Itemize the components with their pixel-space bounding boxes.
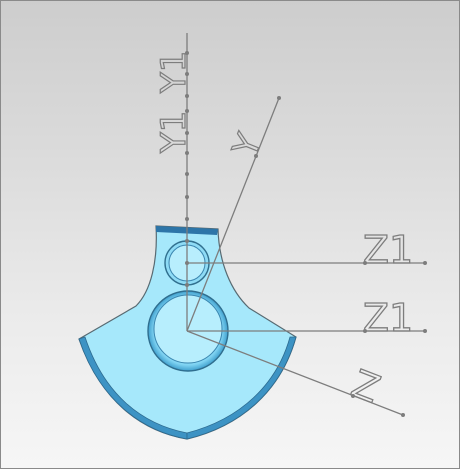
axis-lines [186,33,425,416]
part-right-edge [186,336,297,440]
z1-upper-axis-label: Z1 [363,228,413,272]
z1-lower-axis-label: Z1 [363,296,413,340]
y-axis-label: Y [225,128,270,163]
y-axis-line [186,97,280,332]
z-axis-line [186,330,404,416]
axis-ticks [185,51,427,417]
y1-axis-label-upper: Y1 [154,51,194,94]
y1-axis-label-lower: Y1 [154,111,194,154]
z-axis-label: Z [346,361,386,411]
